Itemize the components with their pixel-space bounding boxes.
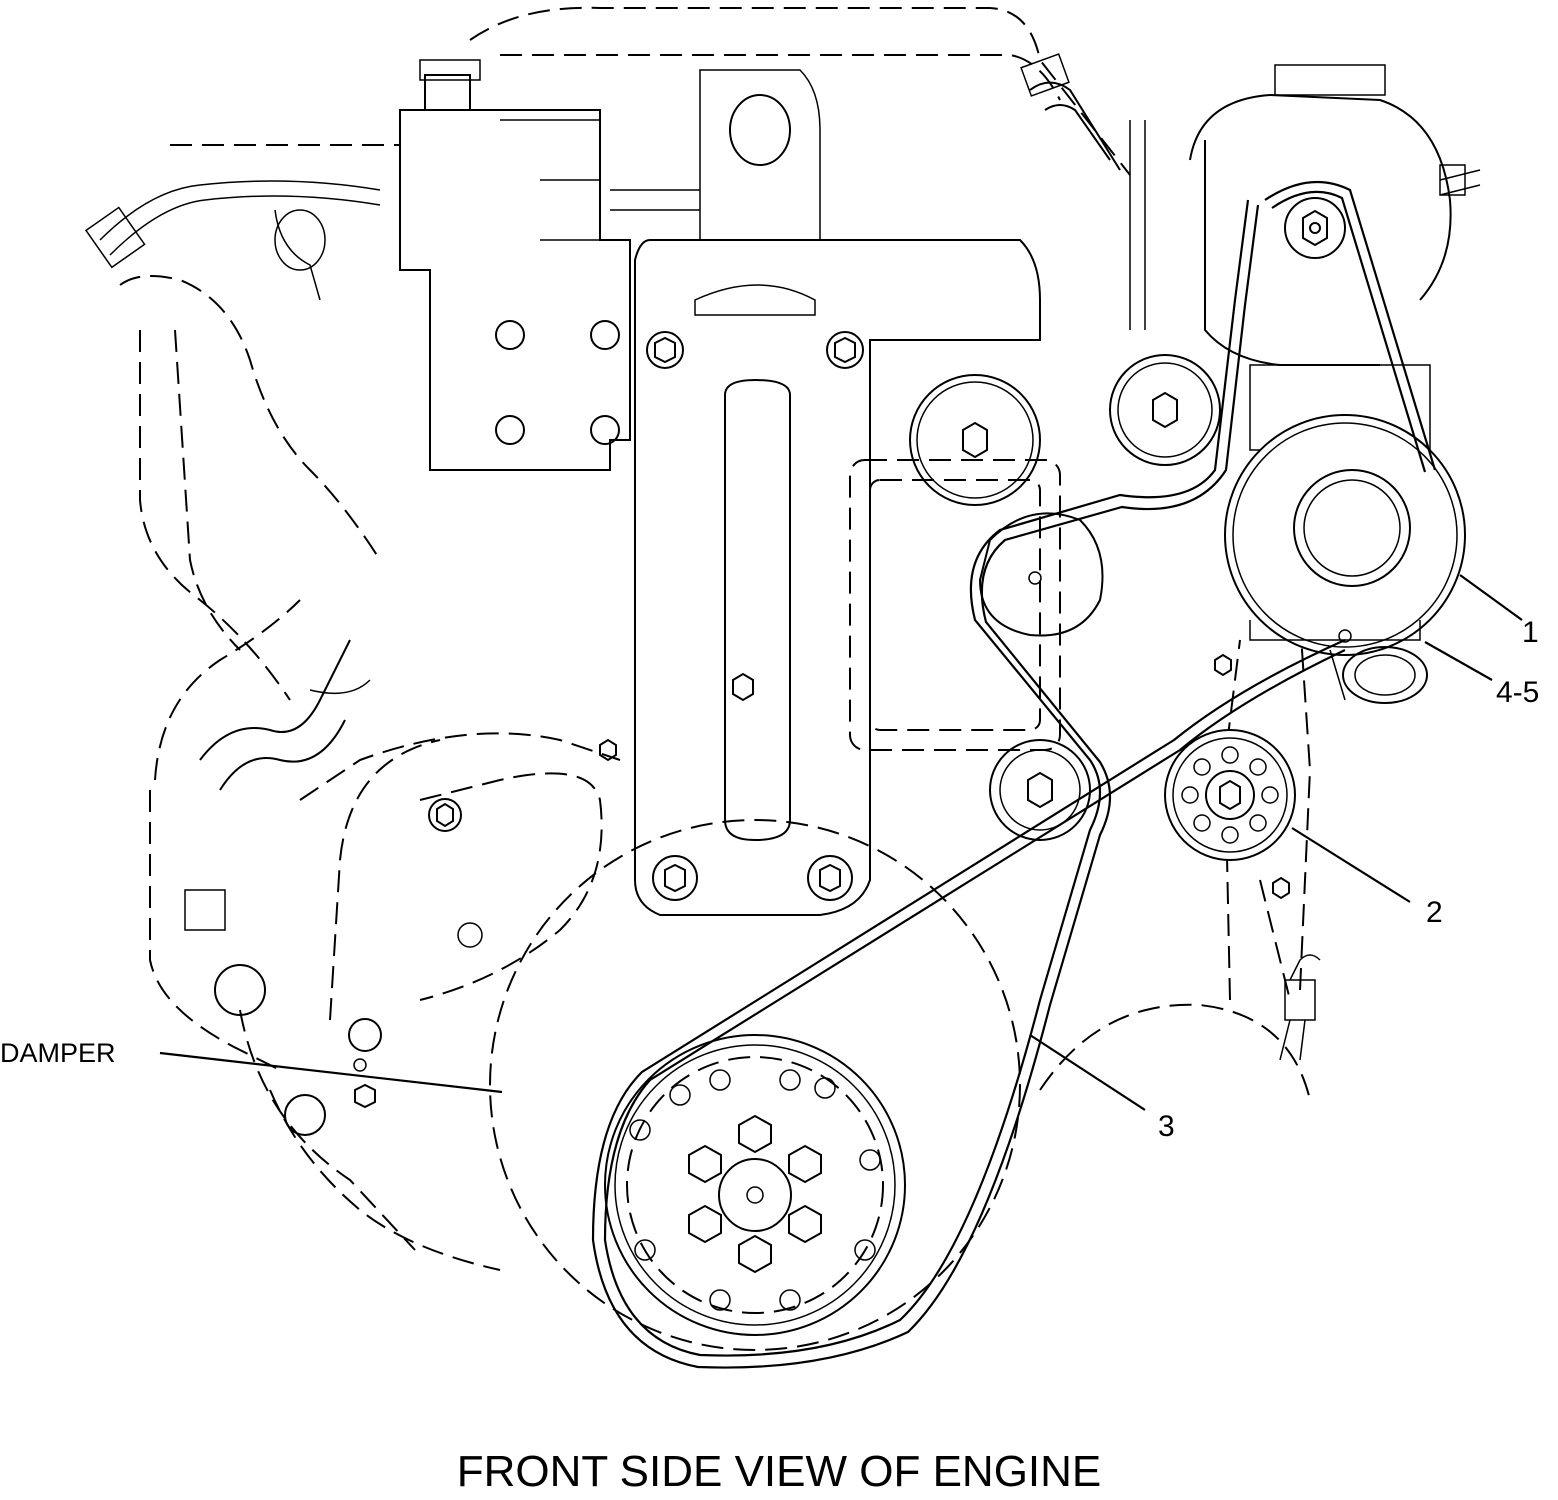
left-hoses (84, 180, 381, 1016)
callout-item-2: 2 (1426, 896, 1443, 929)
crankshaft-damper (489, 819, 1021, 1351)
leader-item-1 (1459, 574, 1523, 621)
front-cover-plate (634, 69, 1061, 916)
cover-plate-bolts (495, 320, 864, 901)
upper-housing (399, 59, 700, 471)
idler-pulley-lower (989, 739, 1091, 841)
callout-item-3: 3 (1158, 1110, 1175, 1143)
leader-item-2 (1291, 827, 1411, 903)
callout-damper: DAMPER (0, 1038, 116, 1068)
leader-item-3 (1029, 1034, 1146, 1111)
idler-pulley-upper-right (1109, 354, 1221, 466)
leader-damper (159, 1051, 503, 1094)
callout-item-1: 1 (1522, 616, 1539, 649)
diagram-caption: FRONT SIDE VIEW OF ENGINE (456, 1447, 1102, 1496)
right-fuel-line (1279, 954, 1321, 1061)
leader-lines (159, 574, 1523, 1111)
tensioner-pulley (1164, 729, 1296, 861)
serpentine-belt (591, 180, 1437, 1369)
bracket-item-4-5 (1329, 646, 1428, 704)
compressor-pulley (1224, 364, 1466, 656)
right-upper-hose (1020, 53, 1146, 330)
idler-pulley-upper-left (909, 374, 1041, 506)
tensioner-arm (978, 512, 1104, 637)
callout-item-4-5: 4-5 (1496, 676, 1540, 709)
timing-cover (284, 653, 1290, 1136)
leader-item-4-5 (1424, 641, 1493, 681)
